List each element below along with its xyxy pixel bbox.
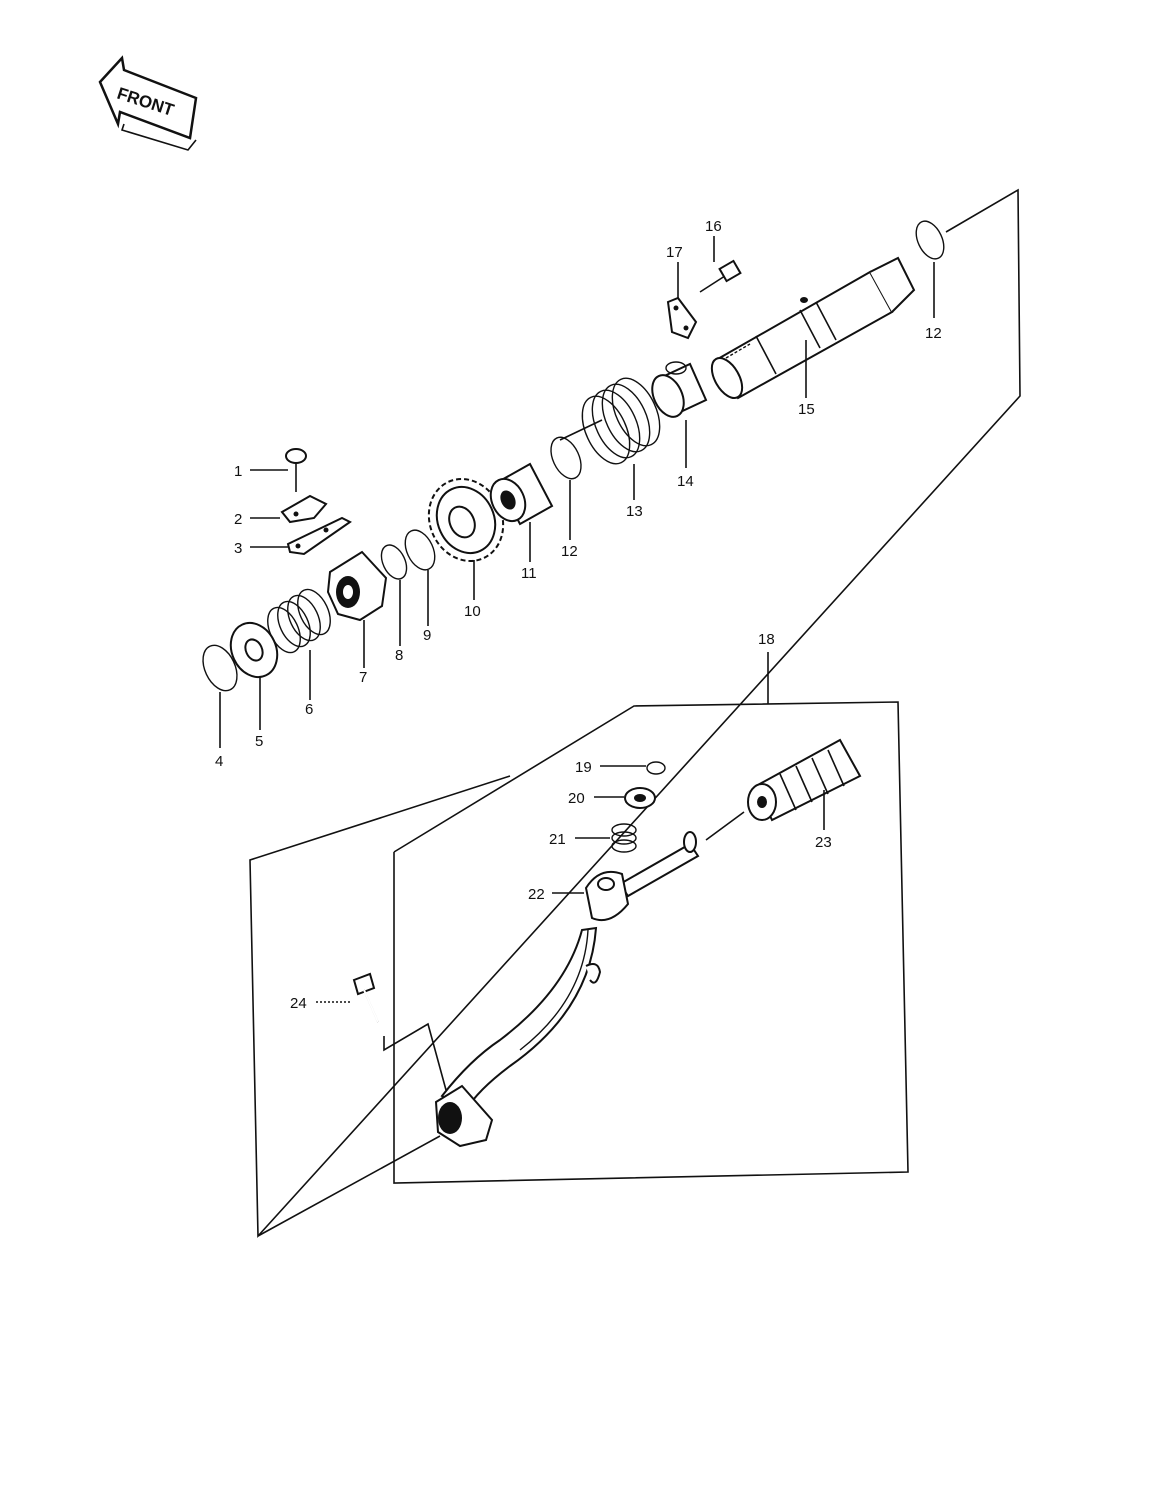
callout-11: 11 (521, 565, 537, 582)
circlip-part-8 (380, 544, 408, 580)
rubber-grip-part-23 (705, 738, 862, 841)
washer-part-9 (404, 529, 436, 571)
callout-2: 2 (234, 511, 242, 528)
callout-13: 13 (626, 503, 643, 520)
callout-10: 10 (464, 603, 481, 620)
plate-part-3 (286, 516, 352, 556)
callout-22: 22 (528, 886, 545, 903)
callout-16: 16 (705, 218, 722, 235)
callout-5: 5 (255, 733, 263, 750)
callout-19: 19 (575, 759, 592, 776)
plate-part-17 (666, 296, 698, 340)
callout-20: 20 (568, 790, 585, 807)
pivot-part-22 (584, 831, 700, 922)
callout-8: 8 (395, 647, 403, 664)
spring-guide-part-14 (651, 361, 708, 418)
callout-12b: 12 (925, 325, 942, 342)
circlip-part-4 (202, 644, 238, 692)
callout-18: 18 (758, 631, 775, 648)
callout-14: 14 (677, 473, 694, 490)
callout-15: 15 (798, 401, 815, 418)
callout-1: 1 (234, 463, 242, 480)
callout-6: 6 (305, 701, 313, 718)
callout-23: 23 (815, 834, 832, 851)
kick-pedal-parts (257, 738, 862, 1237)
callout-7: 7 (359, 669, 367, 686)
shaft-assembly-frame (249, 188, 1021, 1239)
bolt-part-1 (285, 448, 307, 492)
collar-part-11 (489, 462, 554, 526)
bolt-part-24 (352, 972, 447, 1091)
return-spring-part-13 (559, 377, 661, 465)
collar-part-20 (624, 787, 656, 809)
callout-12a: 12 (561, 543, 578, 560)
leader-lines (219, 236, 935, 1003)
circlip-part-12b (915, 220, 945, 260)
circlip-part-12a (550, 436, 582, 480)
bolt-part-16 (699, 259, 742, 293)
callout-9: 9 (423, 627, 431, 644)
callout-24: 24 (290, 995, 307, 1012)
spring-part-21 (611, 823, 637, 853)
front-arrow: FRONT (98, 55, 198, 151)
callout-labels: 1 2 3 4 5 6 7 8 9 10 11 12 13 14 15 16 1… (215, 218, 942, 1012)
kick-pedal-assembly-frame (393, 652, 909, 1184)
callout-17: 17 (666, 244, 683, 261)
callout-21: 21 (549, 831, 566, 848)
gear-part-10 (427, 478, 505, 562)
kick-pedal-arm (434, 926, 602, 1148)
callout-4: 4 (215, 753, 223, 770)
washer-part-5 (229, 621, 279, 679)
plate-part-2 (280, 494, 328, 524)
callout-3: 3 (234, 540, 242, 557)
ratchet-part-7 (326, 550, 388, 622)
kick-shaft-part-15 (710, 256, 916, 400)
circlip-part-19 (646, 761, 666, 775)
spring-part-6 (267, 588, 331, 654)
kick-shaft-parts (202, 220, 945, 692)
